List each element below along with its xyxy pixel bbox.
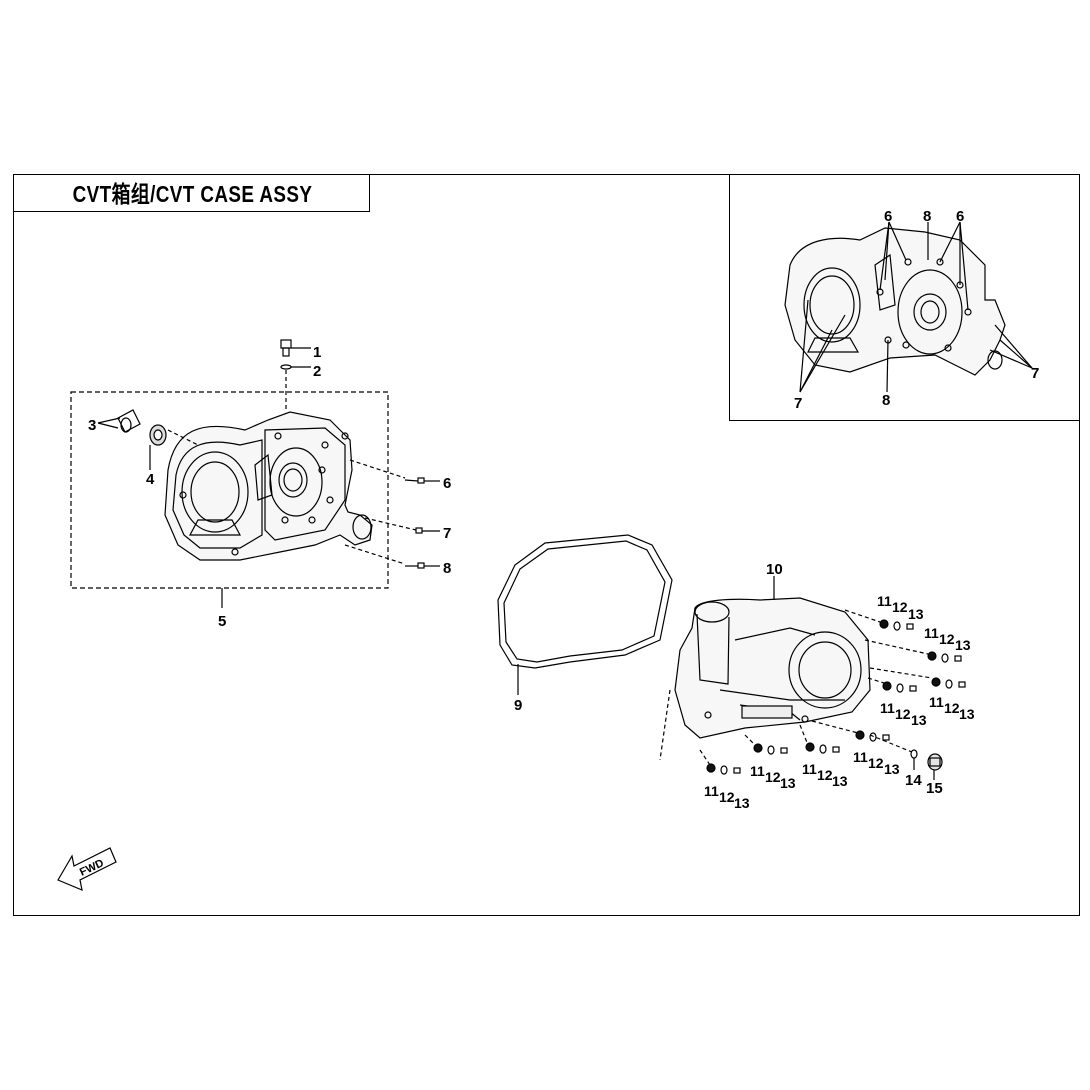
part-6-bolt bbox=[349, 459, 440, 484]
diagram-title: CVT箱组/CVT CASE ASSY bbox=[72, 181, 313, 207]
svg-text:11: 11 bbox=[929, 694, 944, 710]
svg-text:12: 12 bbox=[719, 789, 735, 805]
part-9-gasket bbox=[497, 534, 673, 695]
fastener-group-label: 11 12 13 bbox=[929, 694, 975, 722]
callout-6: 6 bbox=[443, 475, 451, 492]
svg-text:11: 11 bbox=[880, 700, 895, 716]
fastener-group-label: 11 12 13 bbox=[750, 763, 796, 791]
svg-text:12: 12 bbox=[817, 767, 833, 783]
assembly-5-dashed-box bbox=[70, 391, 389, 589]
inset-callout-6a: 6 bbox=[884, 208, 892, 225]
inset-callout-6b: 6 bbox=[956, 208, 964, 225]
svg-text:12: 12 bbox=[944, 700, 960, 716]
svg-text:11: 11 bbox=[924, 625, 939, 641]
svg-text:11: 11 bbox=[853, 749, 868, 765]
fastener-stack bbox=[931, 677, 966, 689]
svg-text:11: 11 bbox=[750, 763, 765, 779]
callout-5: 5 bbox=[218, 613, 226, 630]
callout-7: 7 bbox=[443, 525, 451, 542]
fastener-group-label: 11 12 13 bbox=[704, 783, 750, 811]
title-box: CVT箱组/CVT CASE ASSY bbox=[13, 174, 370, 212]
callout-8: 8 bbox=[443, 560, 451, 577]
svg-text:12: 12 bbox=[892, 599, 908, 615]
fastener-group-label: 11 12 13 bbox=[924, 625, 971, 653]
inset-callout-7b: 7 bbox=[1031, 365, 1039, 382]
fastener-stack bbox=[879, 619, 914, 631]
inset-callout-7a: 7 bbox=[794, 395, 802, 412]
svg-text:13: 13 bbox=[832, 773, 848, 789]
fastener-stack bbox=[927, 651, 962, 663]
svg-text:11: 11 bbox=[877, 593, 892, 609]
callout-10: 10 bbox=[766, 561, 783, 578]
part-7-bolt bbox=[364, 517, 440, 534]
inset-case-drawing bbox=[784, 221, 1033, 393]
fwd-label: FWD bbox=[78, 857, 106, 878]
fwd-arrow-icon bbox=[57, 847, 117, 891]
part-1-bolt bbox=[280, 339, 311, 357]
svg-text:13: 13 bbox=[911, 712, 927, 728]
callout-9: 9 bbox=[514, 697, 522, 714]
fastener-stack bbox=[753, 743, 788, 755]
svg-text:11: 11 bbox=[802, 761, 817, 777]
svg-text:12: 12 bbox=[765, 769, 781, 785]
svg-text:13: 13 bbox=[959, 706, 975, 722]
svg-text:13: 13 bbox=[908, 606, 924, 622]
callout-14: 14 bbox=[905, 772, 922, 789]
svg-text:13: 13 bbox=[734, 795, 750, 811]
svg-text:12: 12 bbox=[895, 706, 911, 722]
svg-text:13: 13 bbox=[955, 637, 971, 653]
part-10-outer-cover bbox=[659, 576, 871, 761]
part-3-bushing bbox=[97, 409, 141, 433]
part-14-washer bbox=[910, 749, 918, 770]
part-15-drain-plug bbox=[927, 753, 943, 780]
fastener-group-label: 11 12 13 bbox=[880, 700, 927, 728]
callout-3: 3 bbox=[88, 417, 96, 434]
part-2-washer bbox=[280, 364, 311, 370]
callout-2: 2 bbox=[313, 363, 321, 380]
inset-callout-8a: 8 bbox=[923, 208, 931, 225]
callout-1: 1 bbox=[313, 344, 321, 361]
svg-text:13: 13 bbox=[884, 761, 900, 777]
fastener-group-label: 11 12 13 bbox=[802, 761, 848, 789]
svg-text:11: 11 bbox=[704, 783, 719, 799]
part-4-seal bbox=[149, 424, 199, 470]
fastener-stack bbox=[855, 730, 890, 742]
fastener-stack bbox=[882, 681, 917, 693]
inset-detail-box bbox=[729, 174, 1080, 421]
svg-text:12: 12 bbox=[939, 631, 955, 647]
part-8-bolt bbox=[344, 544, 440, 569]
inset-callout-8b: 8 bbox=[882, 392, 890, 409]
svg-text:13: 13 bbox=[780, 775, 796, 791]
fastener-stack bbox=[805, 742, 840, 754]
fastener-group-label: 11 12 13 bbox=[853, 749, 900, 777]
callout-4: 4 bbox=[146, 471, 155, 488]
fastener-group-label: 11 12 13 bbox=[877, 593, 924, 622]
callout-15: 15 bbox=[926, 780, 943, 797]
fastener-stack bbox=[706, 763, 741, 775]
diagram-frame bbox=[13, 174, 1080, 916]
svg-text:12: 12 bbox=[868, 755, 884, 771]
inner-cvt-case bbox=[164, 411, 373, 561]
